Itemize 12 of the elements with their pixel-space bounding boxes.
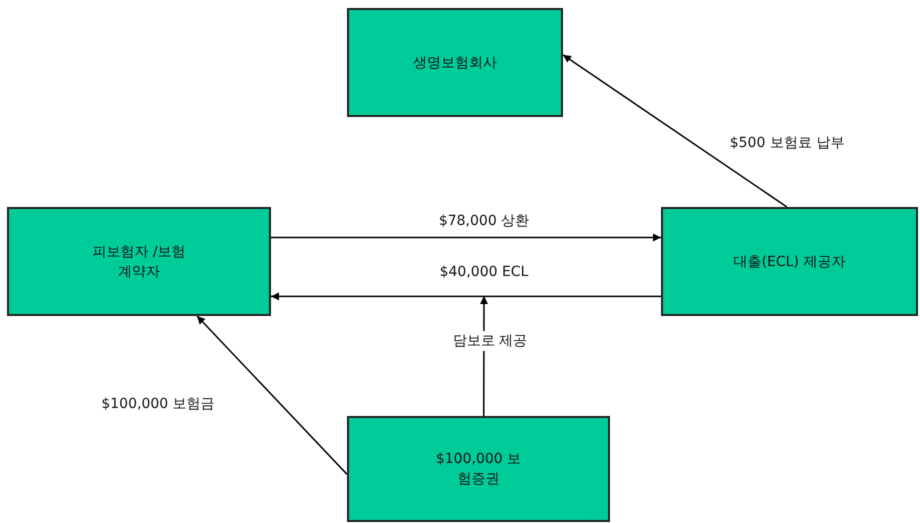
box-label: 대출(ECL) 제공자 — [734, 252, 846, 272]
box-label: $100,000 보험증권 — [434, 450, 522, 489]
box-label: 피보험자 /보험계약자 — [91, 242, 187, 282]
process-box — [661, 207, 918, 316]
arrow — [562, 54, 788, 208]
box-label: 생명보험회사 — [413, 54, 497, 72]
process-box — [347, 8, 563, 117]
arrow — [271, 234, 661, 242]
process-box — [7, 207, 271, 316]
process-box — [347, 416, 610, 522]
arrow — [271, 292, 661, 300]
arrow — [196, 315, 348, 475]
